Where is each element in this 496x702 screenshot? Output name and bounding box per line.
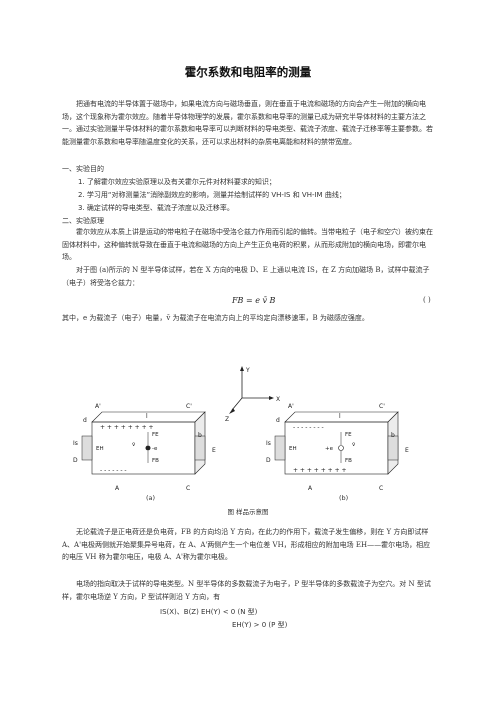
page-title: 霍尔系数和电阻率的测量: [184, 65, 312, 79]
label-charge-b: +e: [325, 446, 334, 452]
intro-paragraph: 把通有电流的半导体置于磁场中，如果电流方向与磁场垂直，则在垂直于电流和磁场的方向…: [62, 100, 433, 146]
electrode-d-a: D: [73, 457, 78, 464]
dim-b-b: b: [391, 432, 395, 439]
axes-icon: Y X Z: [225, 366, 280, 423]
label-is-a: Is: [73, 440, 78, 447]
goal-item: 1. 了解霍尔效应实验原理以及有关霍尔元件对材料要求的知识；: [78, 178, 276, 186]
corner-a-prime: A': [95, 403, 101, 410]
label-eh-b: EH: [289, 446, 297, 452]
equation-number: ( ): [423, 296, 431, 304]
corner-a-prime-b: A': [288, 403, 294, 410]
label-charge-a: -e: [152, 446, 158, 452]
label-fe-a: FE: [152, 432, 159, 438]
section-heading-goals: 一、实验目的: [62, 165, 104, 173]
corner-c-prime: C': [186, 403, 192, 410]
label-fb-b: FB: [345, 458, 352, 464]
sample-b: - - - - - - - - + + + + + + + + EH FE FB…: [266, 403, 409, 492]
label-v-b: v̄: [352, 442, 356, 448]
corner-a: A: [115, 485, 120, 492]
corner-a-b: A: [308, 485, 313, 492]
dim-b-a: b: [198, 432, 202, 439]
sample-a: + + + + + + + + - - - - - - - EH FE FB v…: [73, 403, 216, 492]
label-is-b: Is: [266, 440, 271, 447]
label-v-a: v̄: [132, 442, 136, 448]
goal-item: 3. 确定试样的导电类型、载流子浓度以及迁移率。: [78, 204, 234, 212]
corner-c-prime-b: C': [379, 403, 385, 410]
axis-label-x: X: [276, 396, 280, 403]
section-heading-principle: 二、实验原理: [62, 217, 104, 225]
force-paragraph: 无论载流子是正电荷还是负电荷，FB 的方向均沿 Y 方向，在此力的作用下，载流子…: [62, 528, 431, 562]
principle-paragraph: 霍尔效应从本质上讲是运动的带电粒子在磁场中受洛仑兹力作用而引起的偏转。当带电粒子…: [62, 228, 433, 262]
dim-d-b: d: [276, 417, 280, 424]
figure-caption: 图 样品示意图: [227, 508, 269, 516]
axis-label-y: Y: [245, 367, 250, 374]
figure-intro-paragraph: 对于图 (a)所示的 N 型半导体试样，若在 X 方向的电极 D、E 上通以电流…: [62, 266, 430, 287]
goal-item: 2. 学习用“对称测量法”消除副效应的影响，测量并绘制试样的 VH-IS 和 V…: [78, 191, 346, 199]
label-eh-a: EH: [96, 446, 104, 452]
label-fb-a: FB: [152, 458, 159, 464]
axis-label-z: Z: [225, 416, 229, 423]
dim-l-a: l: [146, 413, 148, 420]
sub-caption-b: (b): [339, 494, 349, 502]
sub-caption-a: (a): [146, 494, 156, 502]
relation-p-type: EH(Y) > 0 (P 型): [232, 621, 288, 629]
electrode-e-b: E: [405, 447, 409, 454]
bottom-charges-b: + + + + + + + +: [293, 467, 347, 474]
lorentz-formula: FB = e v̄ B: [232, 296, 276, 305]
direction-paragraph: 电场的指向取决于试样的导电类型。N 型半导体的多数载流子为电子，P 型半导体的多…: [62, 580, 431, 601]
electrode-e-a: E: [212, 447, 216, 454]
top-charges-a: + + + + + + + +: [100, 424, 154, 431]
dim-d-a: d: [83, 417, 87, 424]
relation-n-type: IS(X)、B(Z) EH(Y) < 0 (N 型): [160, 608, 258, 616]
dim-l-b: l: [339, 413, 341, 420]
bottom-charges-a: - - - - - - -: [100, 467, 127, 474]
corner-c: C: [186, 485, 190, 492]
electrode-d-b: D: [266, 457, 271, 464]
top-charges-b: - - - - - - - -: [293, 424, 324, 431]
label-fe-b: FE: [345, 432, 352, 438]
corner-c-b: C: [379, 485, 383, 492]
formula-explanation: 其中，e 为载流子（电子）电量，v̄ 为载流子在电流方向上的平均定向漂移速率，B…: [62, 314, 369, 322]
